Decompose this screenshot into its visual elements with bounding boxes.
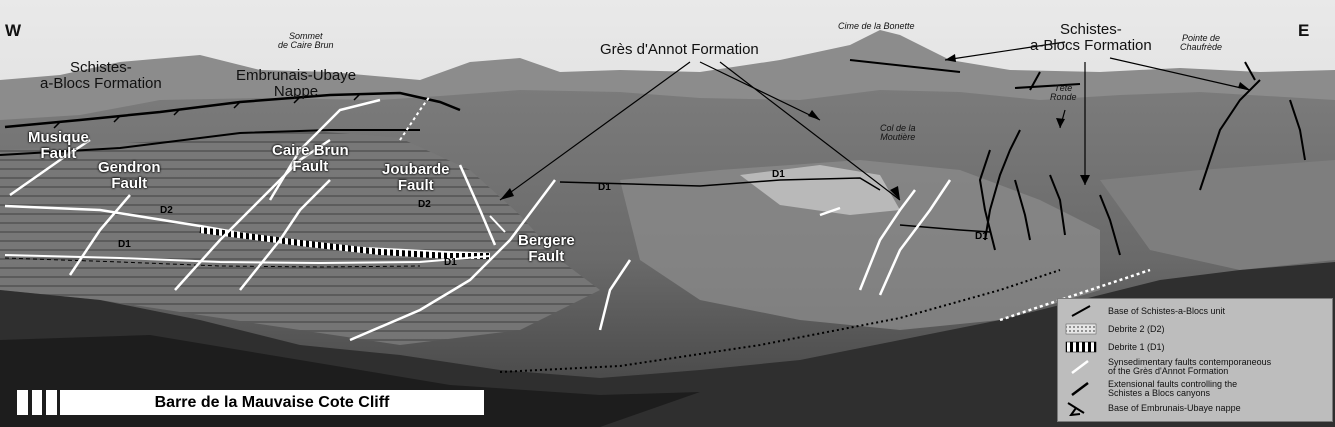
legend-label: Base of Schistes-a-Blocs unit [1108,305,1226,316]
schistes-left-label: Schistes- a-Blocs Formation [40,59,162,92]
bergere-fault-label: Bergere Fault [518,232,575,265]
legend-label: Debrite 1 (D1) [1108,341,1165,352]
legend-item: Base of Schistes-a-Blocs unit [1064,302,1326,320]
legend-label: Extensional faults controlling the Schis… [1108,379,1238,398]
debrite2-icon [1064,321,1100,337]
gendron-fault-label: Gendron Fault [98,159,161,192]
cime-label: Cime de la Bonette [838,21,915,31]
west-label: W [5,21,22,40]
legend-label: Base of Embrunais-Ubaye nappe [1108,402,1241,413]
nappe-base-line [4,91,461,129]
musique-fault-label: Musique Fault [28,129,89,162]
gres-label: Grès d'Annot Formation [600,41,759,58]
caire-brun-fault-label: Caire Brun Fault [272,142,349,175]
tete-ronde-label: Tête Ronde [1050,83,1077,103]
white-fault-icon [1064,359,1100,375]
scale-bar [17,390,58,415]
d1-label-left: D1 [118,239,131,250]
thrust-icon [1064,400,1100,417]
d1-label-mid: D1 [444,257,457,268]
legend-item: Debrite 2 (D2) [1064,320,1326,338]
d2-label-mid: D2 [418,199,431,210]
legend: Base of Schistes-a-Blocs unit Debrite 2 … [1057,298,1333,422]
black-fault-icon [1064,381,1100,397]
col-label: Col de la Moutière [880,123,916,143]
legend-label: Debrite 2 (D2) [1108,323,1165,334]
d1-label-center: D1 [772,169,785,180]
schistes-right-label: Schistes- a-Blocs Formation [1030,21,1152,54]
base-line-icon [1064,303,1100,319]
figure-title: Barre de la Mauvaise Cote Cliff [60,390,484,415]
east-label: E [1298,21,1310,40]
d2-label-left: D2 [160,205,173,216]
legend-item: Base of Embrunais-Ubaye nappe [1064,400,1326,417]
legend-item: Synsedimentary faults contemporaneous of… [1064,356,1326,378]
debrite1-icon [1064,339,1100,355]
sommet-label: Sommet de Caire Brun [278,31,334,51]
pointe-label: Pointe de Chaufrède [1180,33,1223,53]
d1-label-top: D1 [598,182,611,193]
legend-item: Debrite 1 (D1) [1064,338,1326,356]
joubarde-fault-label: Joubarde Fault [382,161,450,194]
legend-label: Synsedimentary faults contemporaneous of… [1108,357,1272,376]
d1-label-right: D1 [975,231,988,242]
legend-item: Extensional faults controlling the Schis… [1064,378,1326,400]
embrunais-label: Embrunais-Ubaye Nappe [236,67,357,100]
